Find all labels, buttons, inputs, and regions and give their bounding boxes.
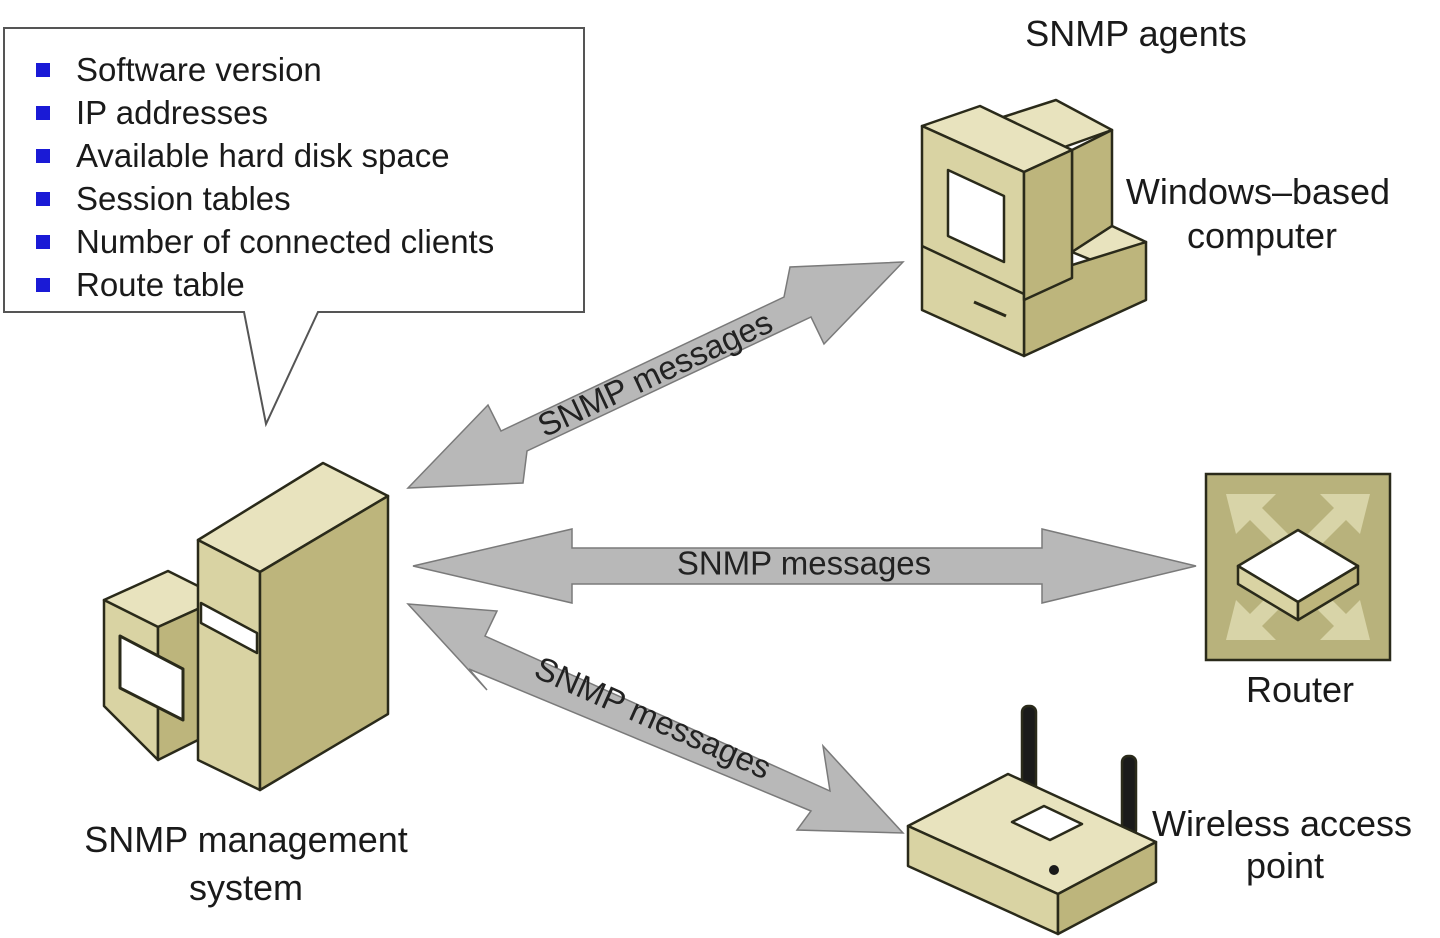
bullet-icon <box>36 192 50 206</box>
callout-item: Session tables <box>76 180 291 217</box>
double-arrow-shape <box>412 528 1197 604</box>
info-callout: Software version IP addresses Available … <box>3 27 585 428</box>
agents-header: SNMP agents <box>1025 13 1246 54</box>
bullet-icon <box>36 235 50 249</box>
callout-item: Number of connected clients <box>76 223 494 260</box>
server-icon <box>102 461 390 792</box>
computer-label-line1: Windows–based <box>1126 171 1390 212</box>
router-icon <box>1204 472 1392 662</box>
arrow-middle: SNMP messages <box>412 528 1197 604</box>
computer-icon <box>920 98 1148 358</box>
callout-item: Software version <box>76 51 322 88</box>
manager-label-line1: SNMP management <box>84 819 408 860</box>
arrow-label-middle: SNMP messages <box>677 545 931 582</box>
wap-label-line2: point <box>1246 845 1324 886</box>
arrow-label-bottom: SNMP messages <box>529 649 776 786</box>
callout-list: Software version IP addresses Available … <box>36 51 494 303</box>
callout-item: IP addresses <box>76 94 268 131</box>
bullet-icon <box>36 149 50 163</box>
wireless-ap-icon <box>906 704 1158 936</box>
router-label: Router <box>1246 669 1354 710</box>
bullet-icon <box>36 63 50 77</box>
manager-label-line2: system <box>189 867 303 908</box>
arrow-bottom: SNMP messages <box>406 603 905 834</box>
wap-label-line1: Wireless access <box>1152 803 1412 844</box>
callout-item: Available hard disk space <box>76 137 450 174</box>
computer-label-line2: computer <box>1187 215 1337 256</box>
callout-item: Route table <box>76 266 245 303</box>
arrow-label-top: SNMP messages <box>532 303 778 444</box>
callout-bubble <box>3 27 585 428</box>
bullet-icon <box>36 278 50 292</box>
double-arrow-shape <box>406 261 905 489</box>
double-arrow-shape <box>406 603 905 834</box>
bullet-icon <box>36 106 50 120</box>
